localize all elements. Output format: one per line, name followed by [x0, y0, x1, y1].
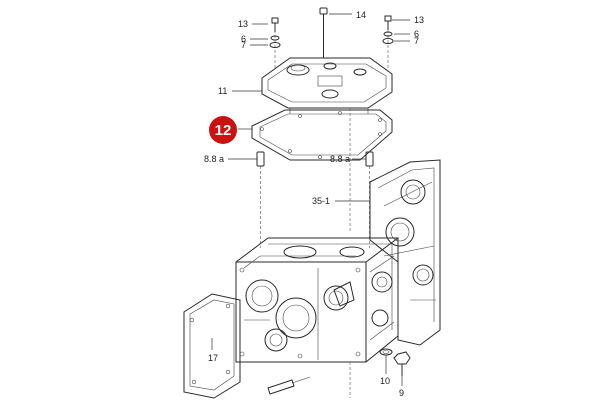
label-case: 35-1	[312, 196, 330, 206]
label-plug-9: 9	[399, 388, 404, 398]
bolt-left-group	[250, 17, 281, 70]
gasket	[238, 109, 393, 161]
main-case	[235, 237, 399, 363]
dowel-left	[228, 151, 265, 248]
label-washer-right-7: 7	[414, 36, 419, 46]
side-cover-plate	[183, 293, 241, 399]
label-washer-left-7: 7	[241, 40, 246, 50]
label-cover-plate: 17	[208, 353, 218, 363]
label-dowel-left: 8.8 a	[204, 154, 224, 164]
label-plug-10: 10	[380, 376, 390, 386]
label-washer-left-6: 6	[241, 34, 246, 44]
plug-10	[379, 348, 393, 374]
rear-housing	[369, 159, 441, 346]
plug-9	[393, 351, 411, 386]
label-bolt-left: 13	[238, 19, 248, 29]
label-bolt-right: 13	[414, 15, 424, 25]
bolt-right-group	[382, 15, 410, 70]
label-bolt-center: 14	[356, 10, 366, 20]
bolt-center-group	[319, 7, 352, 58]
callout-circle	[209, 116, 237, 144]
label-dowel-right: 8.8 a	[330, 154, 350, 164]
label-washer-right-6: 6	[414, 29, 419, 39]
label-cover: 11	[218, 86, 227, 96]
shaft	[267, 376, 311, 395]
top-cover	[232, 57, 393, 114]
callout-label: 12	[215, 122, 232, 139]
callout-badge: 12	[209, 116, 237, 144]
